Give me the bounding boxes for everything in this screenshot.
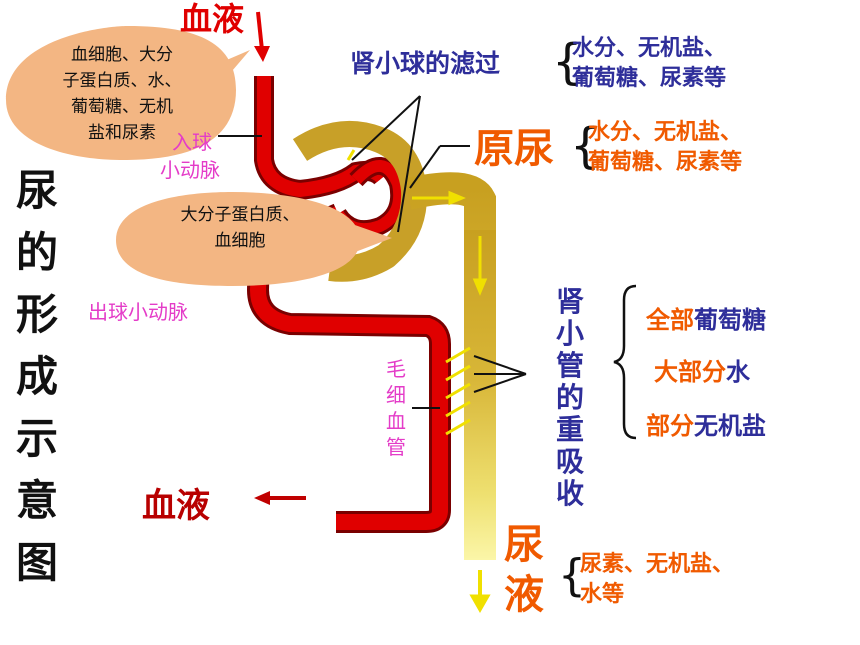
callout-line: 大分子蛋白质、 [180, 205, 300, 225]
pointer-lines [218, 95, 527, 409]
reabsorption-char: 重 [556, 413, 585, 446]
blood-in-label: 血液 [180, 0, 245, 38]
callout-line: 葡萄糖、无机 [71, 97, 173, 117]
filtration-brace: { [552, 34, 583, 90]
reabsorption-label: 肾 小 管 的 重 吸 收 [556, 286, 584, 510]
reabsorption-item: 全部葡萄糖 [646, 300, 766, 335]
title-char: 的 [16, 228, 59, 277]
reabsorption-item-amount: 部分 [646, 412, 694, 440]
blood-arrows [254, 11, 306, 505]
capillary-char: 血 [386, 409, 406, 433]
reabsorption-item-amount: 大部分 [654, 358, 726, 386]
title-char: 意 [16, 476, 59, 525]
reabsorption-char: 吸 [556, 445, 585, 478]
callout-line: 血细胞 [214, 231, 266, 251]
urine-items: 尿素、无机盐、 水等 [580, 550, 734, 610]
filtration-label: 肾小球的滤过 [350, 49, 501, 78]
reabsorption-item-substance: 水 [726, 358, 750, 386]
callout-mid-text: 大分子蛋白质、 血细胞 [130, 202, 350, 254]
primary-urine-label: 原尿 [474, 126, 554, 172]
title-char: 形 [16, 290, 59, 339]
capillary-char: 毛 [386, 357, 406, 381]
primary-urine-items: 水分、无机盐、 葡萄糖、尿素等 [588, 118, 742, 178]
primary-urine-item-line: 葡萄糖、尿素等 [588, 150, 743, 175]
title-char: 图 [16, 538, 59, 587]
callout-top-text: 血细胞、大分 子蛋白质、水、 葡萄糖、无机 盐和尿素 [22, 42, 222, 146]
capillary-char: 细 [386, 383, 406, 407]
urine-char: 尿 [504, 522, 544, 568]
afferent-label-line: 小动脉 [160, 158, 220, 182]
primary-urine-brace: { [570, 118, 601, 174]
filtration-item-line: 葡萄糖、尿素等 [572, 66, 727, 91]
urine-label: 尿 液 [504, 520, 544, 620]
reabsorption-item: 大部分水 [654, 352, 750, 387]
filtration-item-line: 水分、无机盐、 [572, 36, 727, 61]
urine-brace: { [558, 550, 586, 601]
reabsorption-char: 的 [556, 381, 585, 414]
afferent-label-line: 入球 [172, 130, 212, 154]
efferent-arteriole-label: 出球小动脉 [88, 300, 188, 324]
reabsorption-item: 部分无机盐 [646, 406, 766, 441]
callout-line: 子蛋白质、水、 [62, 71, 182, 91]
reabsorption-brace [613, 284, 637, 440]
callout-bubble-mid [116, 192, 392, 286]
title-char: 尿 [16, 166, 59, 215]
reabsorption-char: 收 [556, 477, 585, 510]
reabsorption-item-substance: 葡萄糖 [694, 306, 766, 334]
reabsorption-char: 小 [556, 317, 585, 350]
capillary-char: 管 [386, 435, 406, 459]
urine-item-line: 水等 [580, 582, 625, 607]
urine-item-line: 尿素、无机盐、 [580, 552, 735, 577]
blood-out-label: 血液 [142, 486, 210, 526]
capillary-label: 毛 细 血 管 [386, 356, 406, 460]
diagram-title: 尿 的 形 成 示 意 图 [16, 160, 58, 594]
callout-bubble-top [6, 26, 250, 160]
reabsorption-char: 肾 [556, 285, 585, 318]
reabsorption-item-amount: 全部 [646, 306, 694, 334]
callout-line: 盐和尿素 [88, 123, 156, 143]
renal-tubule [292, 120, 496, 560]
callout-line: 血细胞、大分 [71, 45, 173, 65]
title-char: 成 [16, 352, 59, 401]
primary-urine-item-line: 水分、无机盐、 [588, 120, 743, 145]
title-char: 示 [16, 414, 59, 463]
filtration-items: 水分、无机盐、 葡萄糖、尿素等 [572, 34, 726, 94]
reabsorption-char: 管 [556, 349, 585, 382]
flow-arrows [346, 149, 491, 614]
reabsorption-item-substance: 无机盐 [694, 412, 766, 440]
urine-char: 液 [504, 572, 544, 618]
afferent-arteriole-label: 入球 小动脉 [160, 128, 220, 184]
